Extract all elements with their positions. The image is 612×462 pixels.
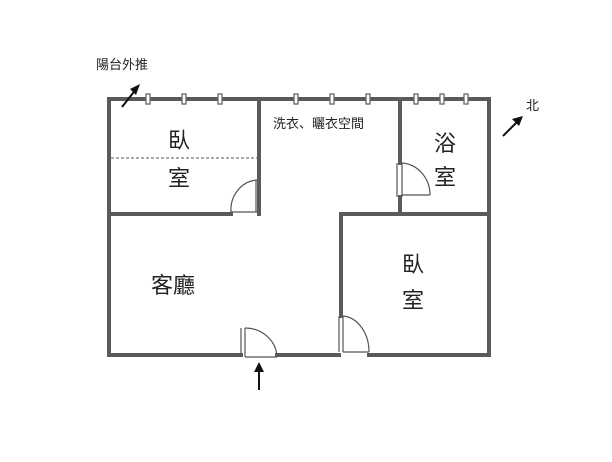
interior-walls xyxy=(107,97,491,318)
north-label: 北 xyxy=(526,99,539,114)
door-entrance xyxy=(240,327,278,358)
balcony-label: 陽台外推 xyxy=(96,58,148,73)
bedroom-1-label-top: 臥 xyxy=(168,129,190,154)
north-arrow-icon xyxy=(502,116,523,137)
door-bedroom-2 xyxy=(338,315,370,353)
door-bedroom-1 xyxy=(230,179,260,213)
bedroom-2-label-bottom: 室 xyxy=(402,289,424,314)
bedroom-1-label-bottom: 室 xyxy=(168,167,190,192)
balcony-arrow-icon xyxy=(121,84,140,108)
outer-walls xyxy=(107,97,491,357)
bedroom-2-label-top: 臥 xyxy=(402,253,424,278)
laundry-label: 洗衣、曬衣空間 xyxy=(273,116,364,132)
entrance-arrow-icon xyxy=(254,362,264,390)
living-room-label: 客廳 xyxy=(151,274,195,299)
bathroom-label-top: 浴 xyxy=(434,132,456,157)
windows xyxy=(145,93,469,105)
door-bathroom xyxy=(396,162,431,197)
bathroom-label-bottom: 室 xyxy=(434,166,456,191)
